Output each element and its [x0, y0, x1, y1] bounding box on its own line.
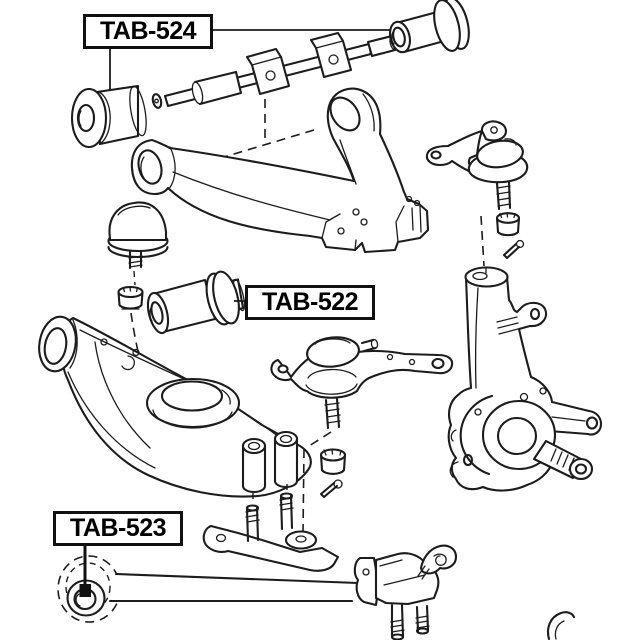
strut-rod-assembly — [57, 484, 576, 640]
upper-arm-shaft — [151, 31, 398, 109]
steering-knuckle — [447, 266, 603, 492]
cotter-pin-upper — [502, 239, 525, 260]
castle-nut-upper-ball-joint — [495, 212, 521, 237]
leader-lines-tab524 — [109, 29, 397, 91]
lower-arm-bushing — [146, 270, 246, 335]
castle-nut-upper-arm — [117, 285, 144, 310]
upper-control-arm — [130, 87, 430, 254]
strut-rod-rear-bracket — [353, 544, 458, 640]
assembly-dashes-upper — [213, 99, 315, 161]
cotter-pin-lower — [319, 479, 343, 499]
lower-arm-sleeves — [241, 430, 299, 494]
castle-nut-lower-ball-joint — [319, 448, 347, 475]
upper-arm-bushing-front — [70, 84, 147, 149]
lower-control-arm — [38, 315, 312, 498]
upper-ball-joint-dust-cover — [107, 201, 169, 365]
part-label-tab524[interactable]: TAB-524 — [83, 14, 213, 49]
upper-ball-joint — [425, 120, 529, 267]
strut-rod-front-bracket — [202, 484, 340, 572]
part-label-tab523[interactable]: TAB-523 — [53, 511, 183, 546]
part-label-tab522[interactable]: TAB-522 — [245, 285, 375, 320]
lower-ball-joint — [270, 336, 454, 534]
corner-part-fragment — [547, 611, 576, 640]
upper-arm-bushing-rear — [388, 0, 470, 54]
